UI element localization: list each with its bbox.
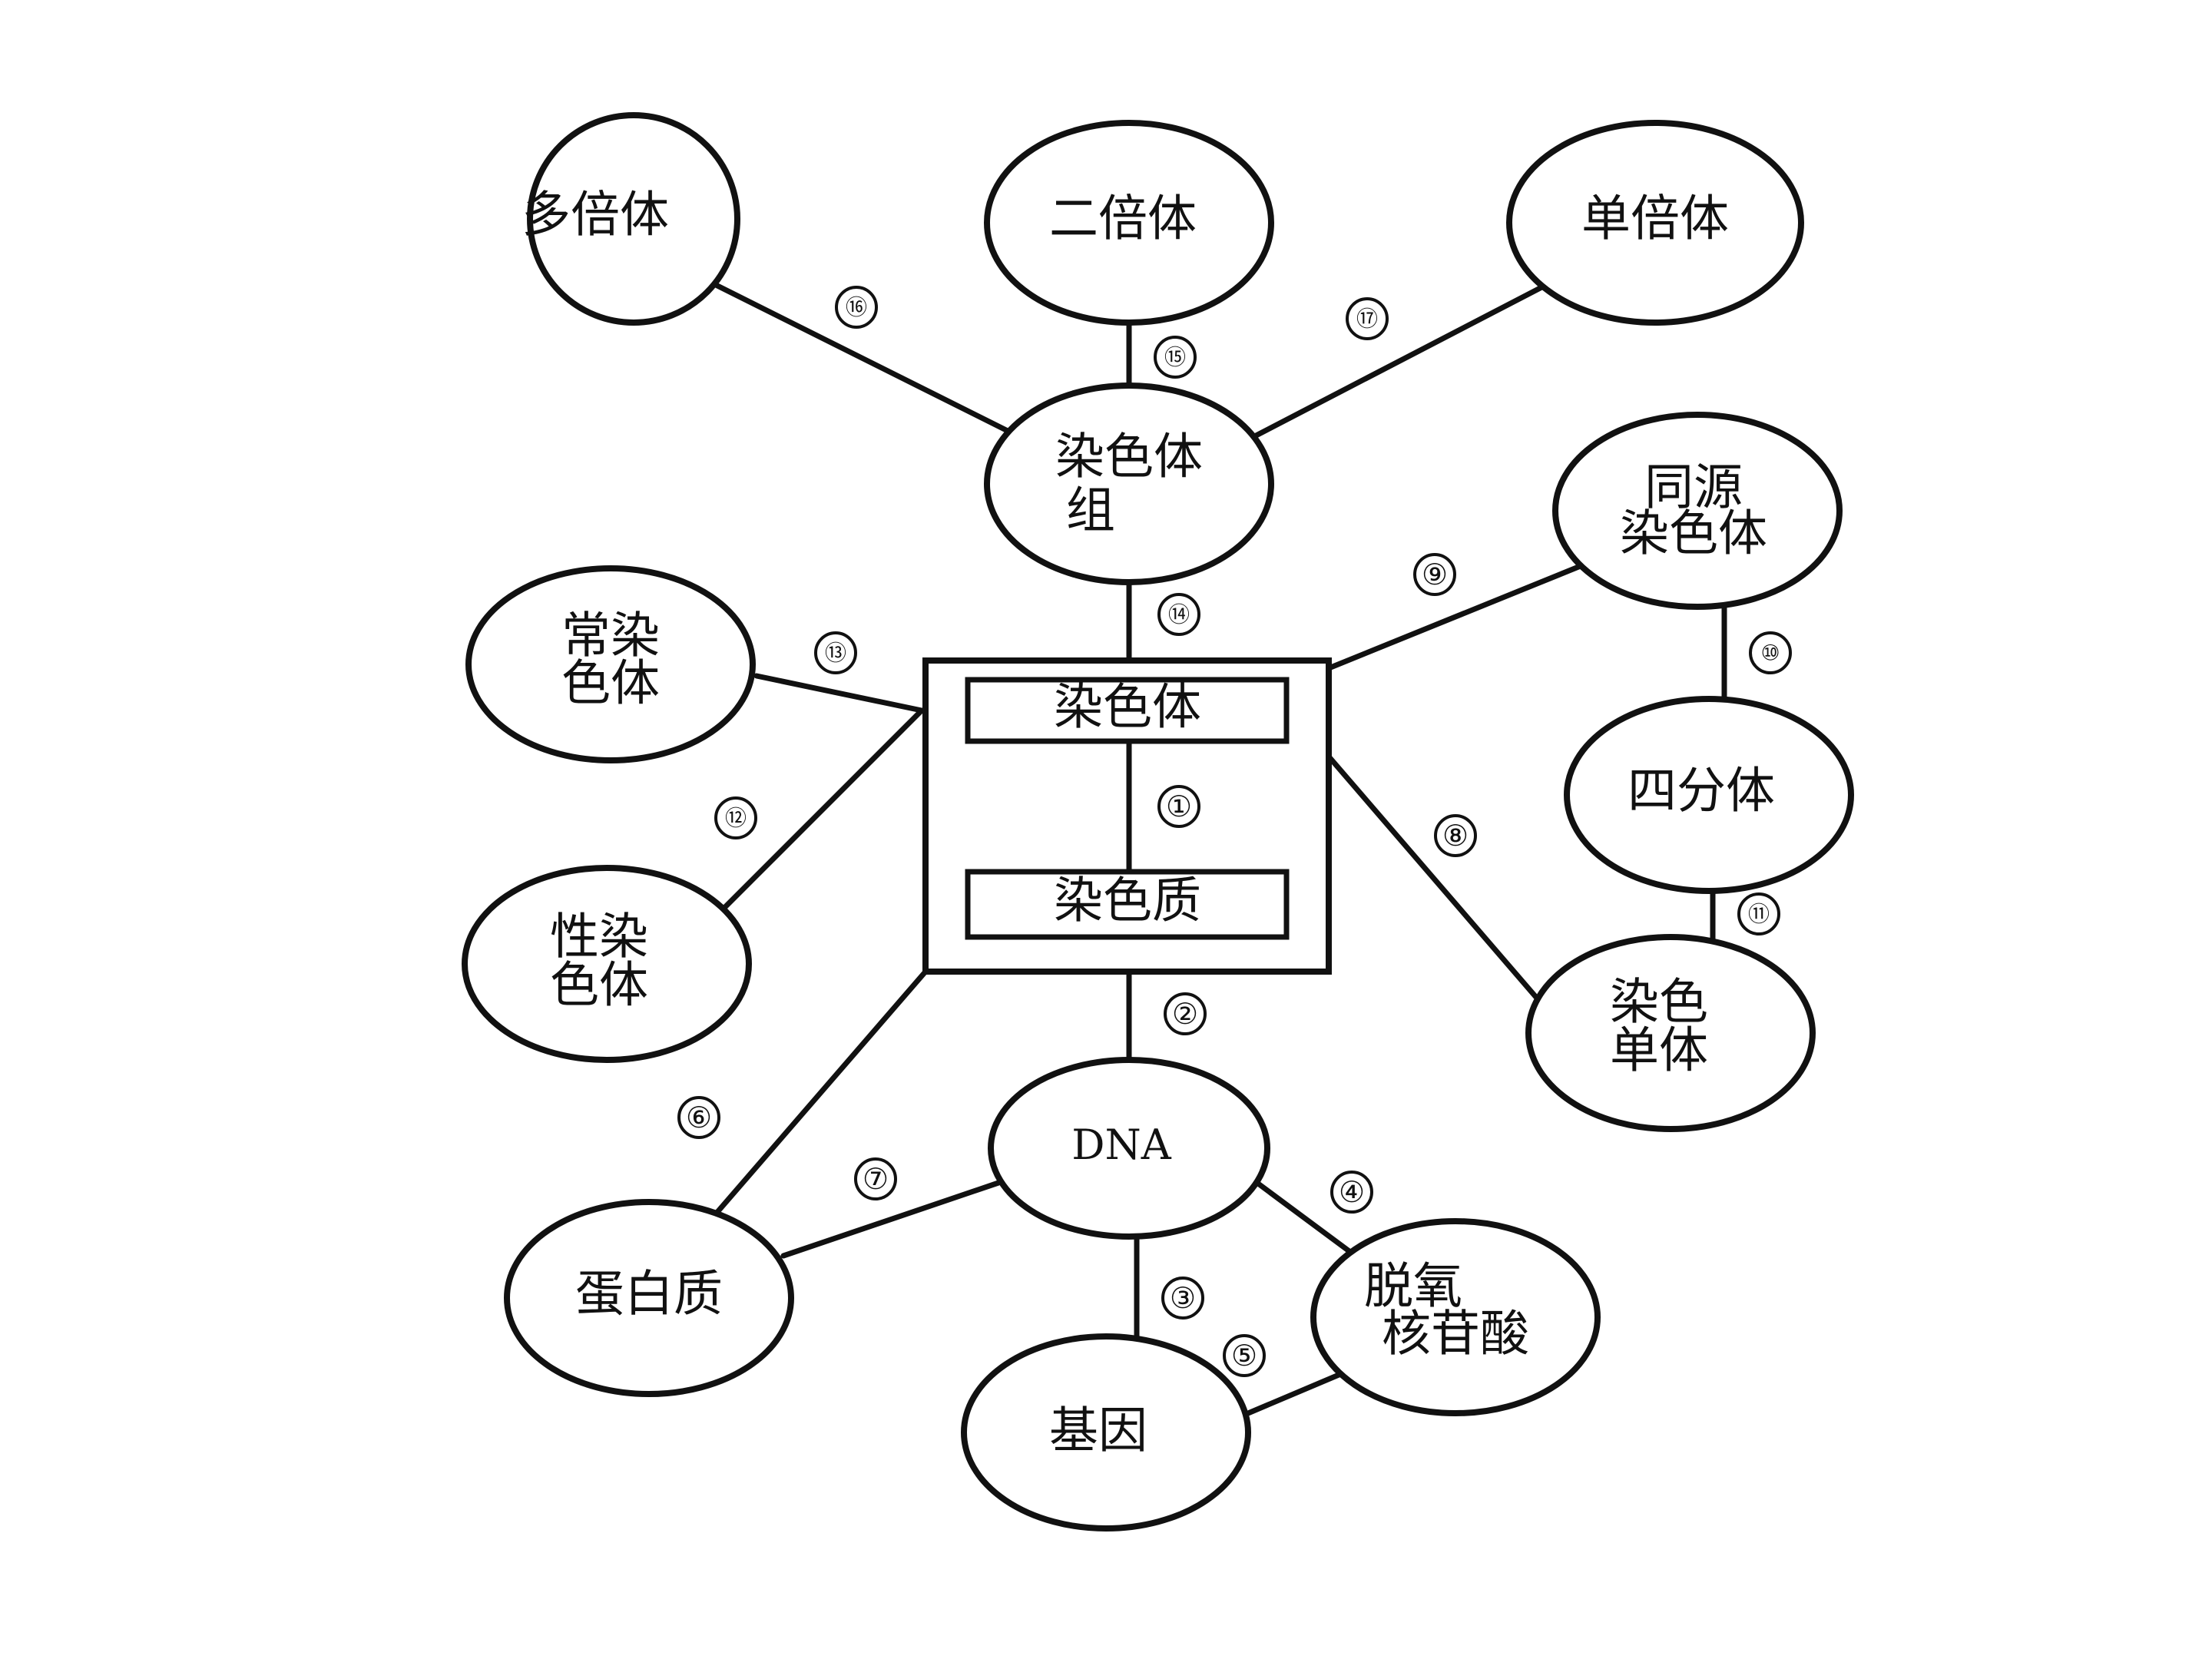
marker-17: ⑰ [1346,297,1389,340]
node-chromosome-set-line1: 染色体 [1055,429,1203,486]
chromosome-label: 染色体 [1054,680,1201,737]
marker-10: ⑩ [1749,631,1792,674]
markers: ① ② ③ ④ ⑤ ⑥ ⑦ ⑧ [677,286,1792,1377]
node-haploid-label: 单倍体 [1581,191,1729,248]
svg-text:⑯: ⑯ [846,295,867,320]
node-chromatid: 染色 单体 [1525,934,1816,1132]
node-gene: 基因 [961,1333,1251,1532]
edge-box-chromatid [1326,753,1547,1009]
node-chromatid-line2: 单体 [1610,1023,1708,1080]
node-homologous-line1: 同源 [1644,460,1743,517]
node-autosome-line1: 常染 [561,608,660,665]
svg-text:⑭: ⑭ [1168,602,1190,628]
node-polyploid-label: 多倍体 [522,187,669,244]
node-sex-chromosome-line1: 性染 [550,909,648,966]
edge-haploid-set [1241,281,1551,445]
marker-7: ⑦ [854,1157,897,1200]
marker-14: ⑭ [1157,593,1200,636]
node-chromosome-set: 染色体 组 [984,382,1274,585]
marker-1: ① [1157,785,1200,828]
svg-text:①: ① [1166,790,1192,823]
node-diploid: 二倍体 [984,120,1274,326]
marker-3: ③ [1161,1277,1204,1320]
marker-8: ⑧ [1434,814,1477,857]
node-dna: DNA [988,1057,1270,1240]
node-chromatid-line1: 染色 [1610,975,1708,1031]
marker-15: ⑮ [1154,336,1197,379]
chromosome-box: 染色体 染色质 [922,657,1332,975]
edge-sexchrom-box [723,707,925,909]
edge-autosome-box [753,673,925,714]
marker-16: ⑯ [835,286,878,329]
edge-gene-deoxynucleotide [1245,1368,1351,1416]
svg-text:⑮: ⑮ [1164,345,1186,370]
node-chromosome-set-line2: 组 [1066,483,1115,540]
node-homologous-chromosome: 同源 染色体 [1552,412,1843,610]
marker-5: ⑤ [1223,1334,1266,1377]
svg-text:②: ② [1172,997,1198,1031]
marker-11: ⑪ [1737,892,1780,935]
edge-homologous-box [1326,558,1597,671]
node-gene-label: 基因 [1049,1403,1147,1460]
node-protein: 蛋白质 [504,1199,794,1397]
svg-text:⑪: ⑪ [1748,902,1770,927]
node-dna-label: DNA [1071,1121,1172,1169]
svg-text:⑨: ⑨ [1422,558,1448,591]
edge-dna-protein [780,1180,1002,1259]
marker-13: ⑬ [814,631,857,674]
node-autosome: 常染 色体 [465,565,756,763]
svg-text:⑥: ⑥ [686,1101,712,1134]
node-deoxynucleotide-line2: 核苷酸 [1382,1306,1529,1363]
svg-text:③: ③ [1170,1281,1196,1315]
edges [700,281,1727,1416]
svg-text:⑩: ⑩ [1760,641,1780,666]
node-autosome-line2: 色体 [561,656,660,713]
node-deoxynucleotide: 脱氧 核苷酸 [1310,1218,1601,1416]
svg-text:④: ④ [1339,1175,1365,1209]
svg-text:⑦: ⑦ [863,1162,889,1196]
node-sex-chromosome: 性染 色体 [462,865,752,1063]
marker-2: ② [1164,992,1207,1035]
node-tetrad: 四分体 [1564,696,1854,894]
chromosome-label-box [965,677,1290,744]
svg-text:⑫: ⑫ [725,806,747,831]
svg-text:⑤: ⑤ [1231,1339,1257,1373]
node-tetrad-label: 四分体 [1628,763,1775,820]
node-sex-chromosome-line2: 色体 [550,958,648,1015]
marker-6: ⑥ [677,1096,720,1139]
edge-polyploid-set [711,281,1025,441]
svg-text:⑧: ⑧ [1442,819,1469,853]
marker-4: ④ [1330,1171,1373,1214]
node-protein-label: 蛋白质 [575,1267,723,1323]
chromatin-label: 染色质 [1054,873,1201,930]
node-diploid-label: 二倍体 [1049,191,1197,248]
node-haploid: 单倍体 [1506,120,1804,326]
node-deoxynucleotide-line1: 脱氧 [1364,1259,1462,1316]
svg-text:⑰: ⑰ [1356,306,1378,332]
svg-text:⑬: ⑬ [825,641,846,666]
marker-9: ⑨ [1413,553,1456,596]
node-homologous-line2: 染色体 [1620,506,1767,563]
edge-box-protein [700,969,929,1232]
node-polyploid: 多倍体 [522,112,740,326]
chromatin-label-box [965,869,1290,940]
marker-12: ⑫ [714,796,757,839]
